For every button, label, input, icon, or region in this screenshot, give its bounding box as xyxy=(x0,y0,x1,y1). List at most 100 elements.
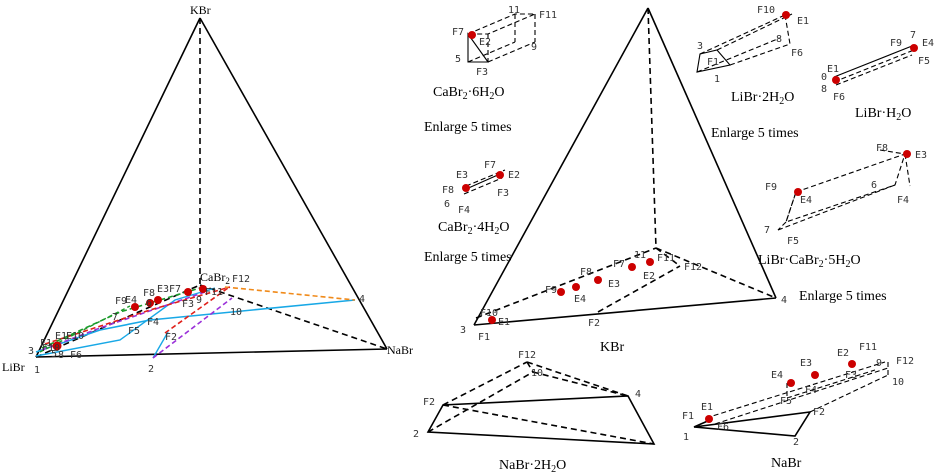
label-4: 4 xyxy=(635,389,641,400)
label-f5: F5 xyxy=(787,236,799,247)
node-e4 xyxy=(131,303,139,311)
label-6: 6 xyxy=(444,199,450,210)
diagram-cabr2-4h2o: E3 F7 E2 F8 F3 F4 6 CaBr2·4H2O Enlarge 5… xyxy=(424,160,520,265)
label-e2: E2 xyxy=(643,271,655,282)
prism-line-1 xyxy=(699,14,786,55)
label-5: 5 xyxy=(51,349,57,360)
label-1: 1 xyxy=(683,432,689,443)
label-f10: F10 xyxy=(480,308,498,319)
prism-line-3 xyxy=(809,374,889,413)
enlarge-note-libr-cabr2-5h2o: Enlarge 5 times xyxy=(799,289,887,304)
label-f8: F8 xyxy=(580,267,592,278)
label-f3: F3 xyxy=(182,299,194,310)
label-f6: F6 xyxy=(70,350,82,361)
prism-line-1 xyxy=(705,361,886,419)
label-e2: E2 xyxy=(479,37,491,48)
caption-kbr: KBr xyxy=(600,340,624,355)
label-7: 7 xyxy=(910,30,916,41)
node-e3 xyxy=(594,276,602,284)
label-f6: F6 xyxy=(717,422,729,433)
label-f7: F7 xyxy=(169,284,181,295)
base-outline xyxy=(426,395,656,445)
edge-top-inner xyxy=(647,7,657,249)
edge-top-right xyxy=(647,7,777,299)
red-line-1 xyxy=(44,286,231,345)
prism-front xyxy=(467,32,490,63)
label-8: 8 xyxy=(58,350,64,361)
inner-f11 xyxy=(655,247,681,267)
label-e1: E1 xyxy=(701,402,713,413)
label-f4: F4 xyxy=(805,385,817,396)
label-3: 3 xyxy=(697,41,703,52)
prism-edge-3 xyxy=(777,221,787,231)
edge-10-4 xyxy=(532,371,629,397)
diagram-libr-cabr2-5h2o: F8 E3 F9 E4 6 F4 7 F5 LiBr·CaBr2·5H2O En… xyxy=(758,143,927,304)
label-f12: F12 xyxy=(232,274,250,285)
label-10: 10 xyxy=(531,368,543,379)
label-e1: E1 xyxy=(55,331,67,342)
label-10: 10 xyxy=(892,377,904,388)
label-8: 8 xyxy=(821,84,827,95)
label-f12: F12 xyxy=(896,356,914,367)
label-9: 9 xyxy=(196,295,202,306)
node-e4 xyxy=(787,379,795,387)
label-e3: E3 xyxy=(915,150,927,161)
prism-line-4 xyxy=(696,37,781,73)
node-e3 xyxy=(811,371,819,379)
edge-f12-4 xyxy=(526,361,629,397)
edge-kbr-libr xyxy=(35,17,201,358)
label-1: 1 xyxy=(34,365,40,376)
blue-line-3 xyxy=(152,331,169,359)
label-f10: F10 xyxy=(42,343,60,354)
main-tetrahedron: KBr LiBr NaBr CaBr2 E1 E10 F10 E4 F8 E3 … xyxy=(2,3,413,376)
label-6: 6 xyxy=(871,180,877,191)
edge-2-10 xyxy=(427,371,534,433)
label-2: 2 xyxy=(793,437,799,448)
label-f6: F6 xyxy=(833,92,845,103)
orange-line xyxy=(224,286,356,301)
diagram-cabr2-6h2o: F7 E2 F11 11 9 5 F3 CaBr2·6H2O Enlarge 5… xyxy=(424,5,557,135)
label-f7: F7 xyxy=(613,259,625,270)
label-e4: E4 xyxy=(771,370,783,381)
label-e4: E4 xyxy=(125,295,137,306)
base-outline xyxy=(693,410,812,437)
label-4: 4 xyxy=(359,294,365,305)
prism-back-bottom xyxy=(487,41,536,63)
label-9: 9 xyxy=(876,358,882,369)
label-6: 6 xyxy=(146,298,152,309)
node-e4 xyxy=(794,188,802,196)
diagram-libr-h2o: E1 0 8 F6 F9 7 E4 F5 LiBr·H2O xyxy=(821,30,934,123)
prism-edge-1 xyxy=(904,153,911,187)
label-e10: E10 xyxy=(66,331,84,342)
label-e3: E3 xyxy=(608,279,620,290)
caption-nabr: NaBr xyxy=(771,456,802,471)
node-e2 xyxy=(496,171,504,179)
label-1: 1 xyxy=(714,74,720,85)
label-f8: F8 xyxy=(143,288,155,299)
prism-line-2 xyxy=(833,49,915,83)
label-f3: F3 xyxy=(845,370,857,381)
blue-line-2 xyxy=(35,287,216,357)
green-line-1 xyxy=(41,287,201,349)
edge-bottom xyxy=(473,297,777,326)
prism-line-2 xyxy=(716,13,793,51)
enlarge-note-cabr2-4h2o: Enlarge 5 times xyxy=(424,250,512,265)
label-e3: E3 xyxy=(456,170,468,181)
label-f1: F1 xyxy=(478,332,490,343)
label-10: 10 xyxy=(230,307,242,318)
caption-libr-h2o: LiBr·H2O xyxy=(855,106,911,123)
label-3: 3 xyxy=(28,346,34,357)
node-e3 xyxy=(462,184,470,192)
label-f11: F11 xyxy=(657,253,675,264)
prism-edge-2 xyxy=(777,184,896,231)
label-f9: F9 xyxy=(115,296,127,307)
label-11: 11 xyxy=(508,5,520,16)
main-point-labels: E1 E10 F10 E4 F8 E3 F7 F2 F1 F5 F4 F3 F6… xyxy=(28,274,365,376)
caption-libr-2h2o: LiBr·2H2O xyxy=(731,90,794,107)
prism-top xyxy=(467,13,536,35)
label-2: 2 xyxy=(148,364,154,375)
vertex-label-nabr: NaBr xyxy=(387,343,413,357)
node-e2 xyxy=(646,258,654,266)
vertex-label-libr: LiBr xyxy=(2,360,25,374)
inner-f2 xyxy=(597,265,681,313)
